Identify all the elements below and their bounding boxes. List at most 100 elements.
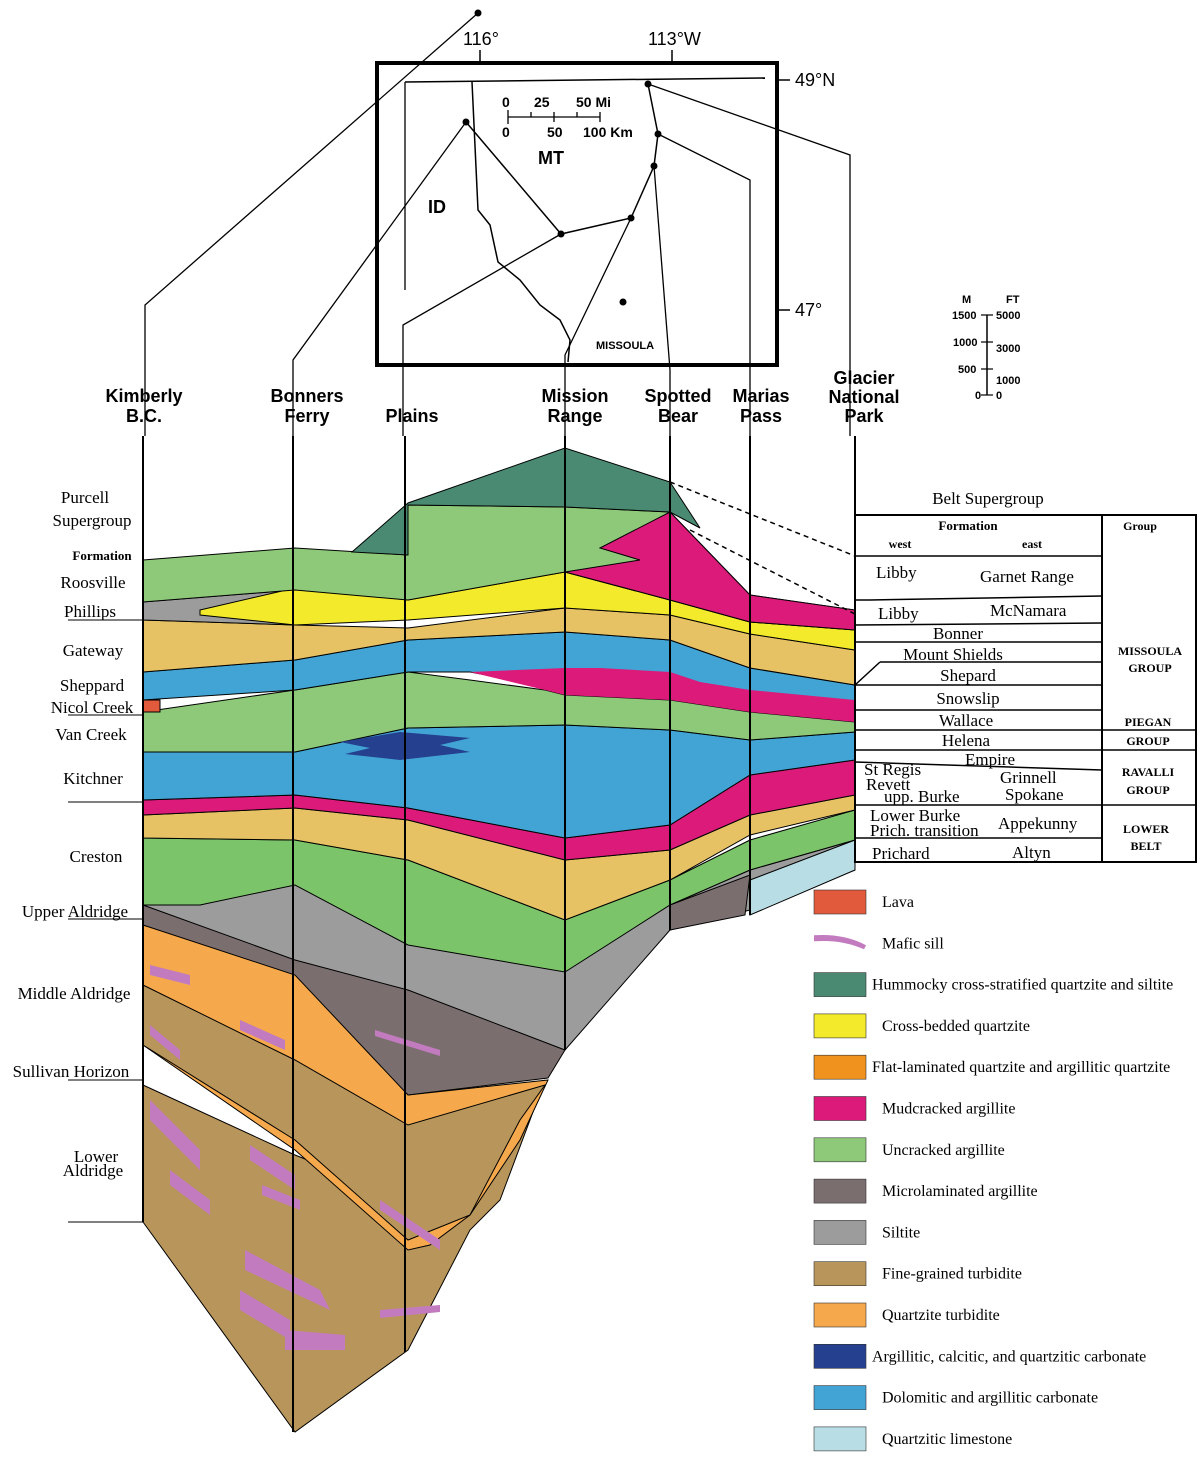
site-point <box>650 162 658 170</box>
mafic-sill <box>150 1100 200 1170</box>
belt-row-appekunny: Appekunny <box>998 814 1078 833</box>
scale-m-500: 500 <box>958 364 976 376</box>
column-heading-plains: Plains <box>385 406 438 426</box>
formation-kitchner: Kitchner <box>63 769 123 788</box>
legend-label-siltite: Siltite <box>882 1224 920 1241</box>
mafic-sill <box>150 1025 180 1060</box>
legend-label-qtzturb: Quartzite turbidite <box>882 1307 1000 1324</box>
belt-title: Belt Supergroup <box>932 489 1044 508</box>
site-point <box>654 130 662 138</box>
legend-swatch-mafic <box>814 935 866 950</box>
legend-label-carbonate: Argillitic, calcitic, and quartzitic car… <box>872 1348 1146 1365</box>
map-points <box>462 9 662 306</box>
group-ravalli-1: RAVALLI <box>1122 765 1175 779</box>
column-headings: Kimberly B.C. Bonners Ferry Plains Missi… <box>105 368 899 426</box>
legend-label-lava: Lava <box>882 894 914 911</box>
legend-swatch-siltite <box>813 1220 867 1245</box>
leader-spotted <box>653 165 671 436</box>
map-scale-bar <box>507 110 601 124</box>
site-point <box>557 230 565 238</box>
belt-east-header: east <box>1022 537 1042 551</box>
legend-label-crossbedded: Cross-bedded quartzite <box>882 1018 1030 1035</box>
belt-group-header: Group <box>1123 519 1157 533</box>
leader-bonners <box>292 121 467 436</box>
belt-row-mcnamara: McNamara <box>990 601 1067 620</box>
belt-row-st-regis: St Regis <box>864 760 921 779</box>
formation-aldridge: Aldridge <box>63 1161 123 1180</box>
scale-unit-ft: FT <box>1006 294 1020 306</box>
mafic-sill <box>245 1250 330 1310</box>
column-heading-marias-1: Marias <box>732 386 789 406</box>
group-missoula-1: MISSOULA <box>1118 644 1182 658</box>
layer-hummocky <box>350 447 701 556</box>
site-point <box>644 80 652 88</box>
scale-km-0: 0 <box>502 124 510 140</box>
belt-row-altyn: Altyn <box>1012 843 1051 862</box>
column-heading-kimberly-2: B.C. <box>126 406 162 426</box>
legend-label-uncracked: Uncracked argillite <box>882 1142 1005 1159</box>
formation-lower: Lower <box>74 1147 119 1166</box>
layer-middle-turbidite <box>142 984 547 1241</box>
scale-km-100: 100 Km <box>583 124 633 140</box>
canada-border <box>404 77 766 83</box>
scale-m-1000: 1000 <box>953 337 977 349</box>
layer-mudcracked-top <box>564 511 856 631</box>
column-heading-kimberly-1: Kimberly <box>105 386 182 406</box>
location-map: 0 25 50 Mi 0 50 100 Km MT ID MISSOULA 11… <box>144 9 851 436</box>
site-point <box>627 214 635 222</box>
legend-swatch-dolomitic <box>813 1385 867 1410</box>
map-lon-116: 116° <box>463 29 499 49</box>
legend-label-microlam: Microlaminated argillite <box>882 1183 1038 1200</box>
leader-kimberly <box>144 12 479 436</box>
dashed-line <box>689 529 856 615</box>
formation-creston: Creston <box>70 847 123 866</box>
belt-row-grinnell: Grinnell <box>1000 768 1057 787</box>
mafic-sills <box>150 965 440 1350</box>
map-label-id: ID <box>428 197 446 217</box>
group-piegan-1: PIEGAN <box>1125 715 1172 729</box>
belt-row-lower-burke: Lower Burke <box>870 806 960 825</box>
belt-row-helena: Helena <box>942 731 991 750</box>
site-point <box>474 9 482 17</box>
map-leader-lines <box>144 12 851 436</box>
column-heading-bonners-2: Ferry <box>284 406 329 426</box>
group-missoula-2: GROUP <box>1128 661 1171 675</box>
purcell-title-1: Purcell <box>61 488 109 507</box>
column-heading-glacier-1: Glacier <box>833 368 894 388</box>
map-borders <box>404 50 790 363</box>
column-heading-spotted-2: Bear <box>658 406 698 426</box>
belt-row-empire: Empire <box>965 750 1015 769</box>
belt-row-mount-shields: Mount Shields <box>903 645 1003 664</box>
belt-row-libby-1: Libby <box>876 563 917 582</box>
scale-mi-50: 50 Mi <box>576 94 611 110</box>
legend-swatch-mudcracked <box>813 1096 867 1121</box>
column-heading-glacier-2: National <box>828 387 899 407</box>
cross-section-layers <box>142 447 856 1433</box>
scale-m-1500: 1500 <box>952 310 976 322</box>
leader-plains <box>402 233 562 436</box>
route-line <box>465 83 659 235</box>
belt-row-revett: Revett <box>866 775 911 794</box>
belt-west-header: west <box>889 537 912 551</box>
layer-mudcracked-mid <box>470 668 855 722</box>
formation-gateway: Gateway <box>63 641 124 660</box>
layer-nicol-creek-lava <box>142 699 161 713</box>
legend-swatch-flatlam <box>813 1054 867 1080</box>
legend-label-dolomitic: Dolomitic and argillitic carbonate <box>882 1390 1098 1407</box>
formation-van-creek: Van Creek <box>55 725 127 744</box>
formation-nicol-creek: Nicol Creek <box>51 698 134 717</box>
legend-swatch-turbidite <box>813 1261 867 1286</box>
scale-ft-0: 0 <box>996 390 1002 402</box>
formation-sullivan-horizon: Sullivan Horizon <box>13 1062 130 1081</box>
scale-ft-5000: 5000 <box>996 310 1020 322</box>
group-ravalli-2: GROUP <box>1126 783 1169 797</box>
scale-unit-m: M <box>962 294 971 306</box>
mafic-sill <box>240 1290 290 1340</box>
site-point <box>462 118 470 126</box>
belt-row-garnet: Garnet Range <box>980 567 1074 586</box>
purcell-title-2: Supergroup <box>52 511 131 530</box>
mafic-sill <box>262 1185 300 1210</box>
legend-swatch-qtzturb <box>813 1302 867 1328</box>
legend-swatch-hummocky <box>813 972 867 997</box>
mafic-sill <box>250 1145 295 1190</box>
